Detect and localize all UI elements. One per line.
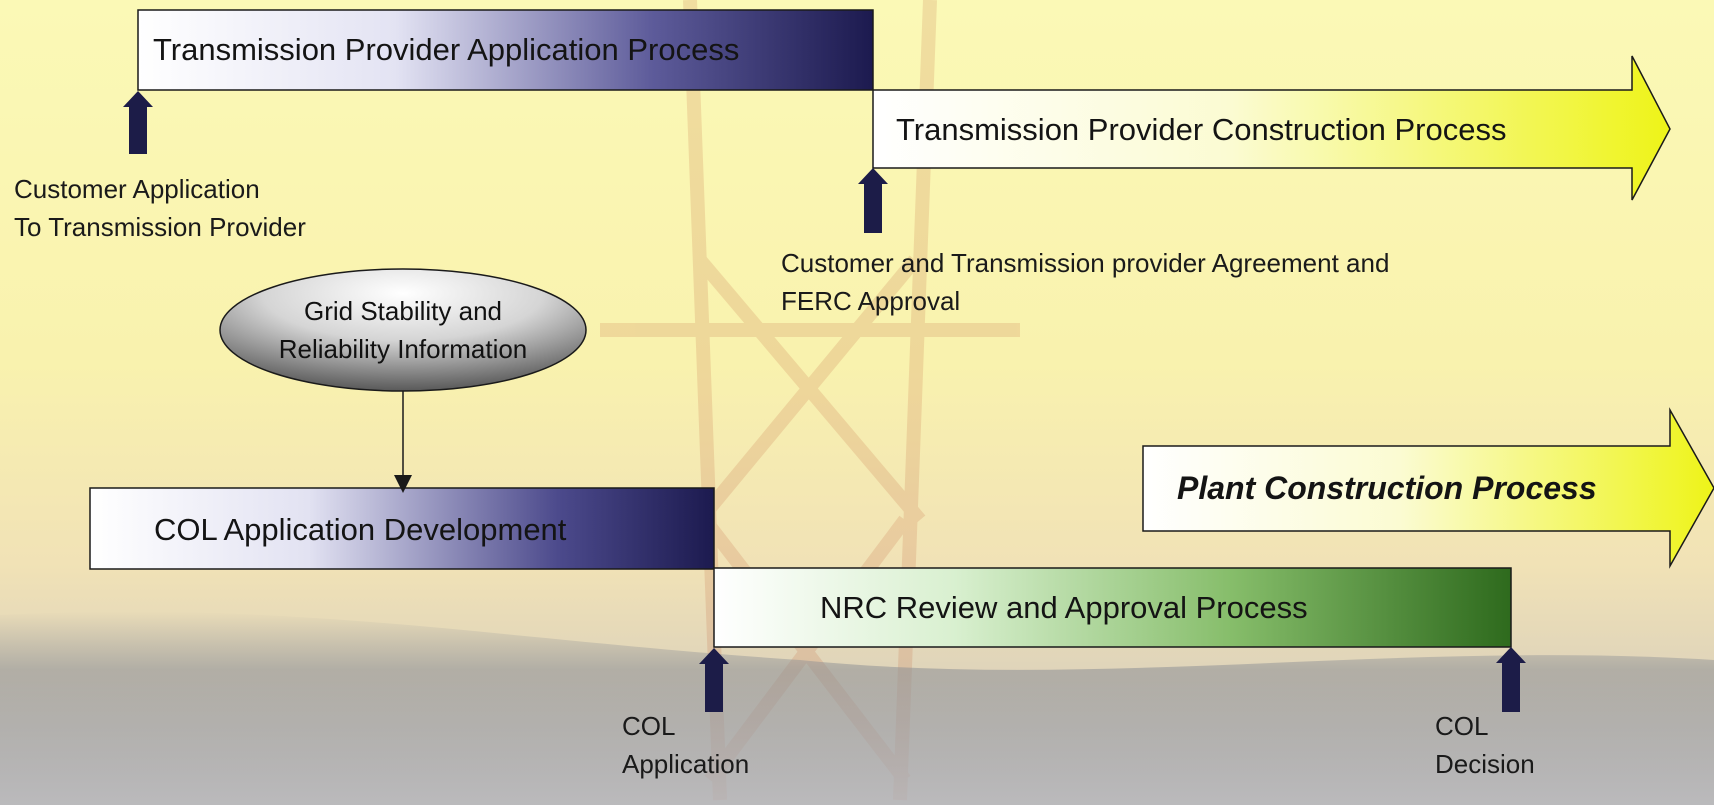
nrc-review-label: NRC Review and Approval Process bbox=[820, 590, 1308, 625]
tp-application-bar bbox=[137, 9, 874, 91]
nrc-review-bar bbox=[713, 567, 1512, 648]
ferc-approval-line-2: FERC Approval bbox=[781, 286, 961, 316]
background-ground bbox=[0, 611, 1714, 805]
ferc-approval-note: Customer and Transmission provider Agree… bbox=[781, 244, 1389, 320]
tp-application-label: Transmission Provider Application Proces… bbox=[153, 32, 740, 67]
customer-application-line-2: To Transmission Provider bbox=[14, 212, 306, 242]
customer-application-line-1: Customer Application bbox=[14, 174, 260, 204]
col-development-bar bbox=[89, 487, 715, 570]
ferc-approval-line-1: Customer and Transmission provider Agree… bbox=[781, 248, 1390, 278]
col-decision-note: COL Decision bbox=[1435, 707, 1535, 783]
grid-stability-line-1: Grid Stability and bbox=[304, 296, 502, 326]
col-application-note: COL Application bbox=[622, 707, 749, 783]
plant-construction-label: Plant Construction Process bbox=[1177, 470, 1597, 506]
col-development-label: COL Application Development bbox=[154, 512, 567, 547]
tp-construction-label: Transmission Provider Construction Proce… bbox=[896, 112, 1507, 147]
grid-stability-line-2: Reliability Information bbox=[278, 334, 528, 364]
grid-stability-label: Grid Stability and Reliability Informati… bbox=[223, 292, 583, 368]
customer-application-milestone-arrow bbox=[123, 91, 153, 154]
tp-construction-arrow bbox=[872, 55, 1671, 201]
col-application-line-2: Application bbox=[622, 749, 750, 779]
ferc-approval-milestone-arrow bbox=[858, 168, 888, 233]
col-application-milestone-arrow bbox=[699, 648, 729, 712]
customer-application-note: Customer Application To Transmission Pro… bbox=[14, 170, 306, 246]
col-decision-line-2: Decision bbox=[1435, 749, 1535, 779]
col-decision-milestone-arrow bbox=[1496, 647, 1526, 712]
col-application-line-1: COL bbox=[622, 711, 676, 741]
plant-construction-arrow bbox=[1142, 407, 1714, 569]
col-decision-line-1: COL bbox=[1435, 711, 1489, 741]
